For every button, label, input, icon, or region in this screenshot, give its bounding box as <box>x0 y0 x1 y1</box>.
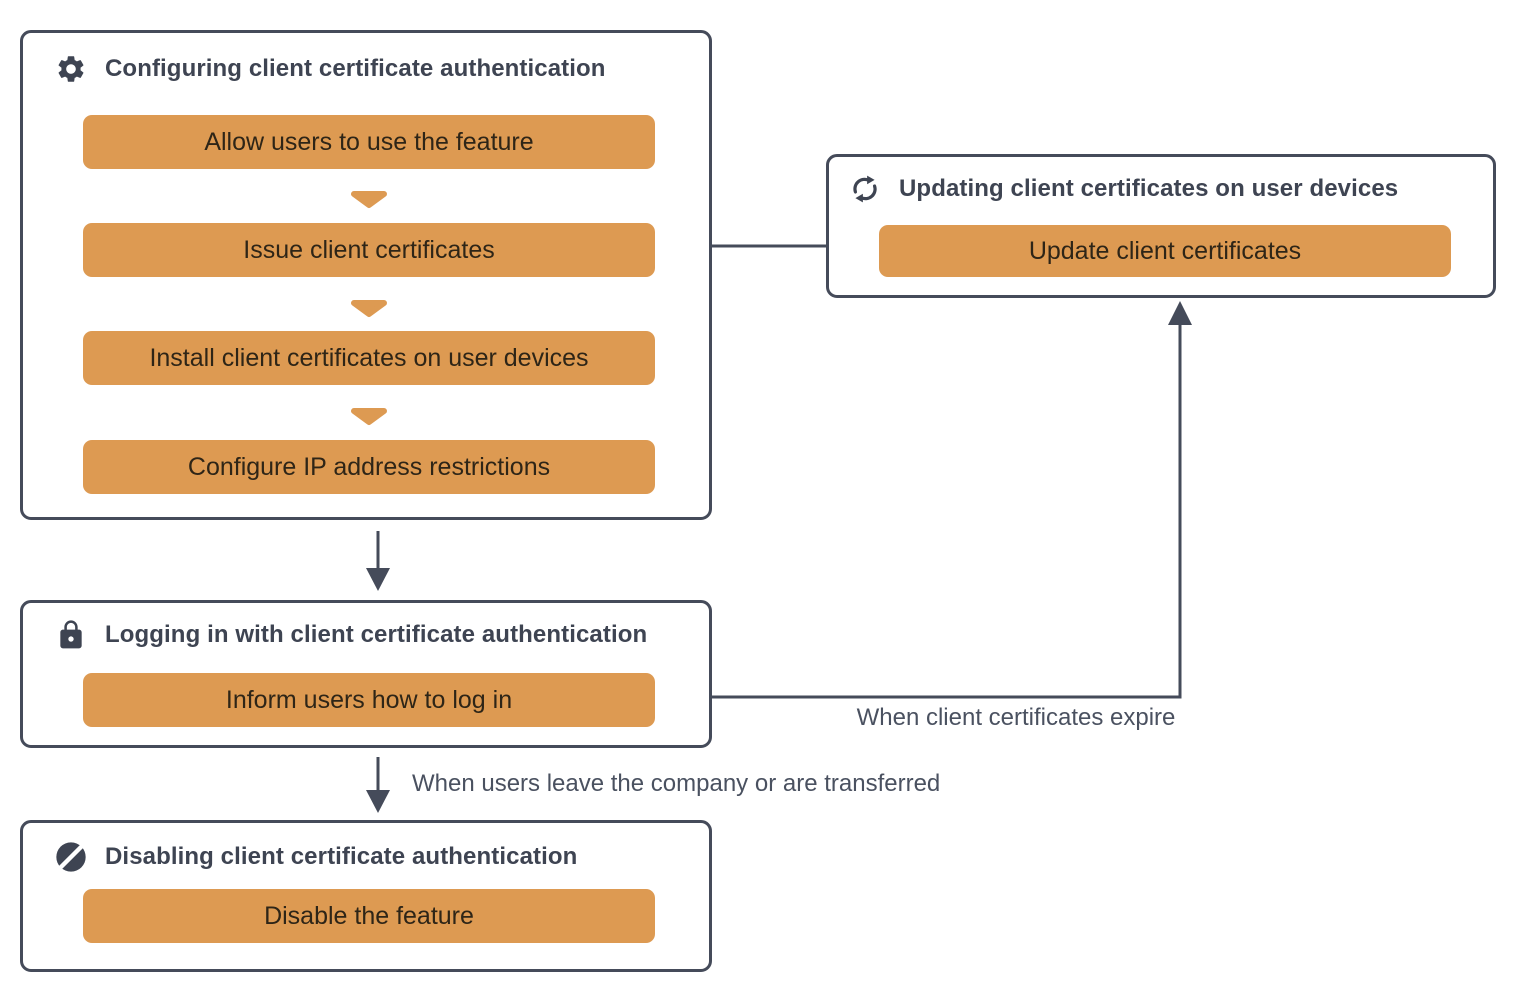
panel-logging-in-title: Logging in with client certificate authe… <box>105 621 648 648</box>
step-allow-users: Allow users to use the feature <box>83 115 655 169</box>
step-issue-certificates: Issue client certificates <box>83 223 655 277</box>
chevron-down-icon <box>351 191 387 208</box>
gear-icon <box>55 53 87 85</box>
edge-label-users-leave: When users leave the company or are tran… <box>412 770 941 797</box>
step-inform-users: Inform users how to log in <box>83 673 655 727</box>
panel-disabling-title: Disabling client certificate authenticat… <box>105 843 578 870</box>
edge-login-to-disable-arrowhead <box>366 790 390 813</box>
panel-updating-title: Updating client certificates on user dev… <box>899 175 1399 202</box>
step-disable-feature: Disable the feature <box>83 889 655 943</box>
edge-config-to-login-arrowhead <box>366 568 390 591</box>
chevron-down-icon <box>351 408 387 425</box>
panel-logging-in: Logging in with client certificate authe… <box>20 600 712 748</box>
sync-icon <box>849 173 881 205</box>
edge-login-to-updating <box>652 316 1182 699</box>
panel-configuring-title: Configuring client certificate authentic… <box>105 55 606 82</box>
ban-icon <box>55 841 87 873</box>
lock-icon <box>55 619 87 651</box>
edge-label-certificates-expire: When client certificates expire <box>856 704 1176 731</box>
step-configure-ip-restrictions: Configure IP address restrictions <box>83 440 655 494</box>
step-install-certificates: Install client certificates on user devi… <box>83 331 655 385</box>
panel-disabling: Disabling client certificate authenticat… <box>20 820 712 972</box>
panel-updating: Updating client certificates on user dev… <box>826 154 1496 298</box>
step-update-certificates: Update client certificates <box>879 225 1451 277</box>
edge-login-to-updating-arrowhead <box>1168 301 1192 325</box>
chevron-down-icon <box>351 300 387 317</box>
panel-configuring: Configuring client certificate authentic… <box>20 30 712 520</box>
